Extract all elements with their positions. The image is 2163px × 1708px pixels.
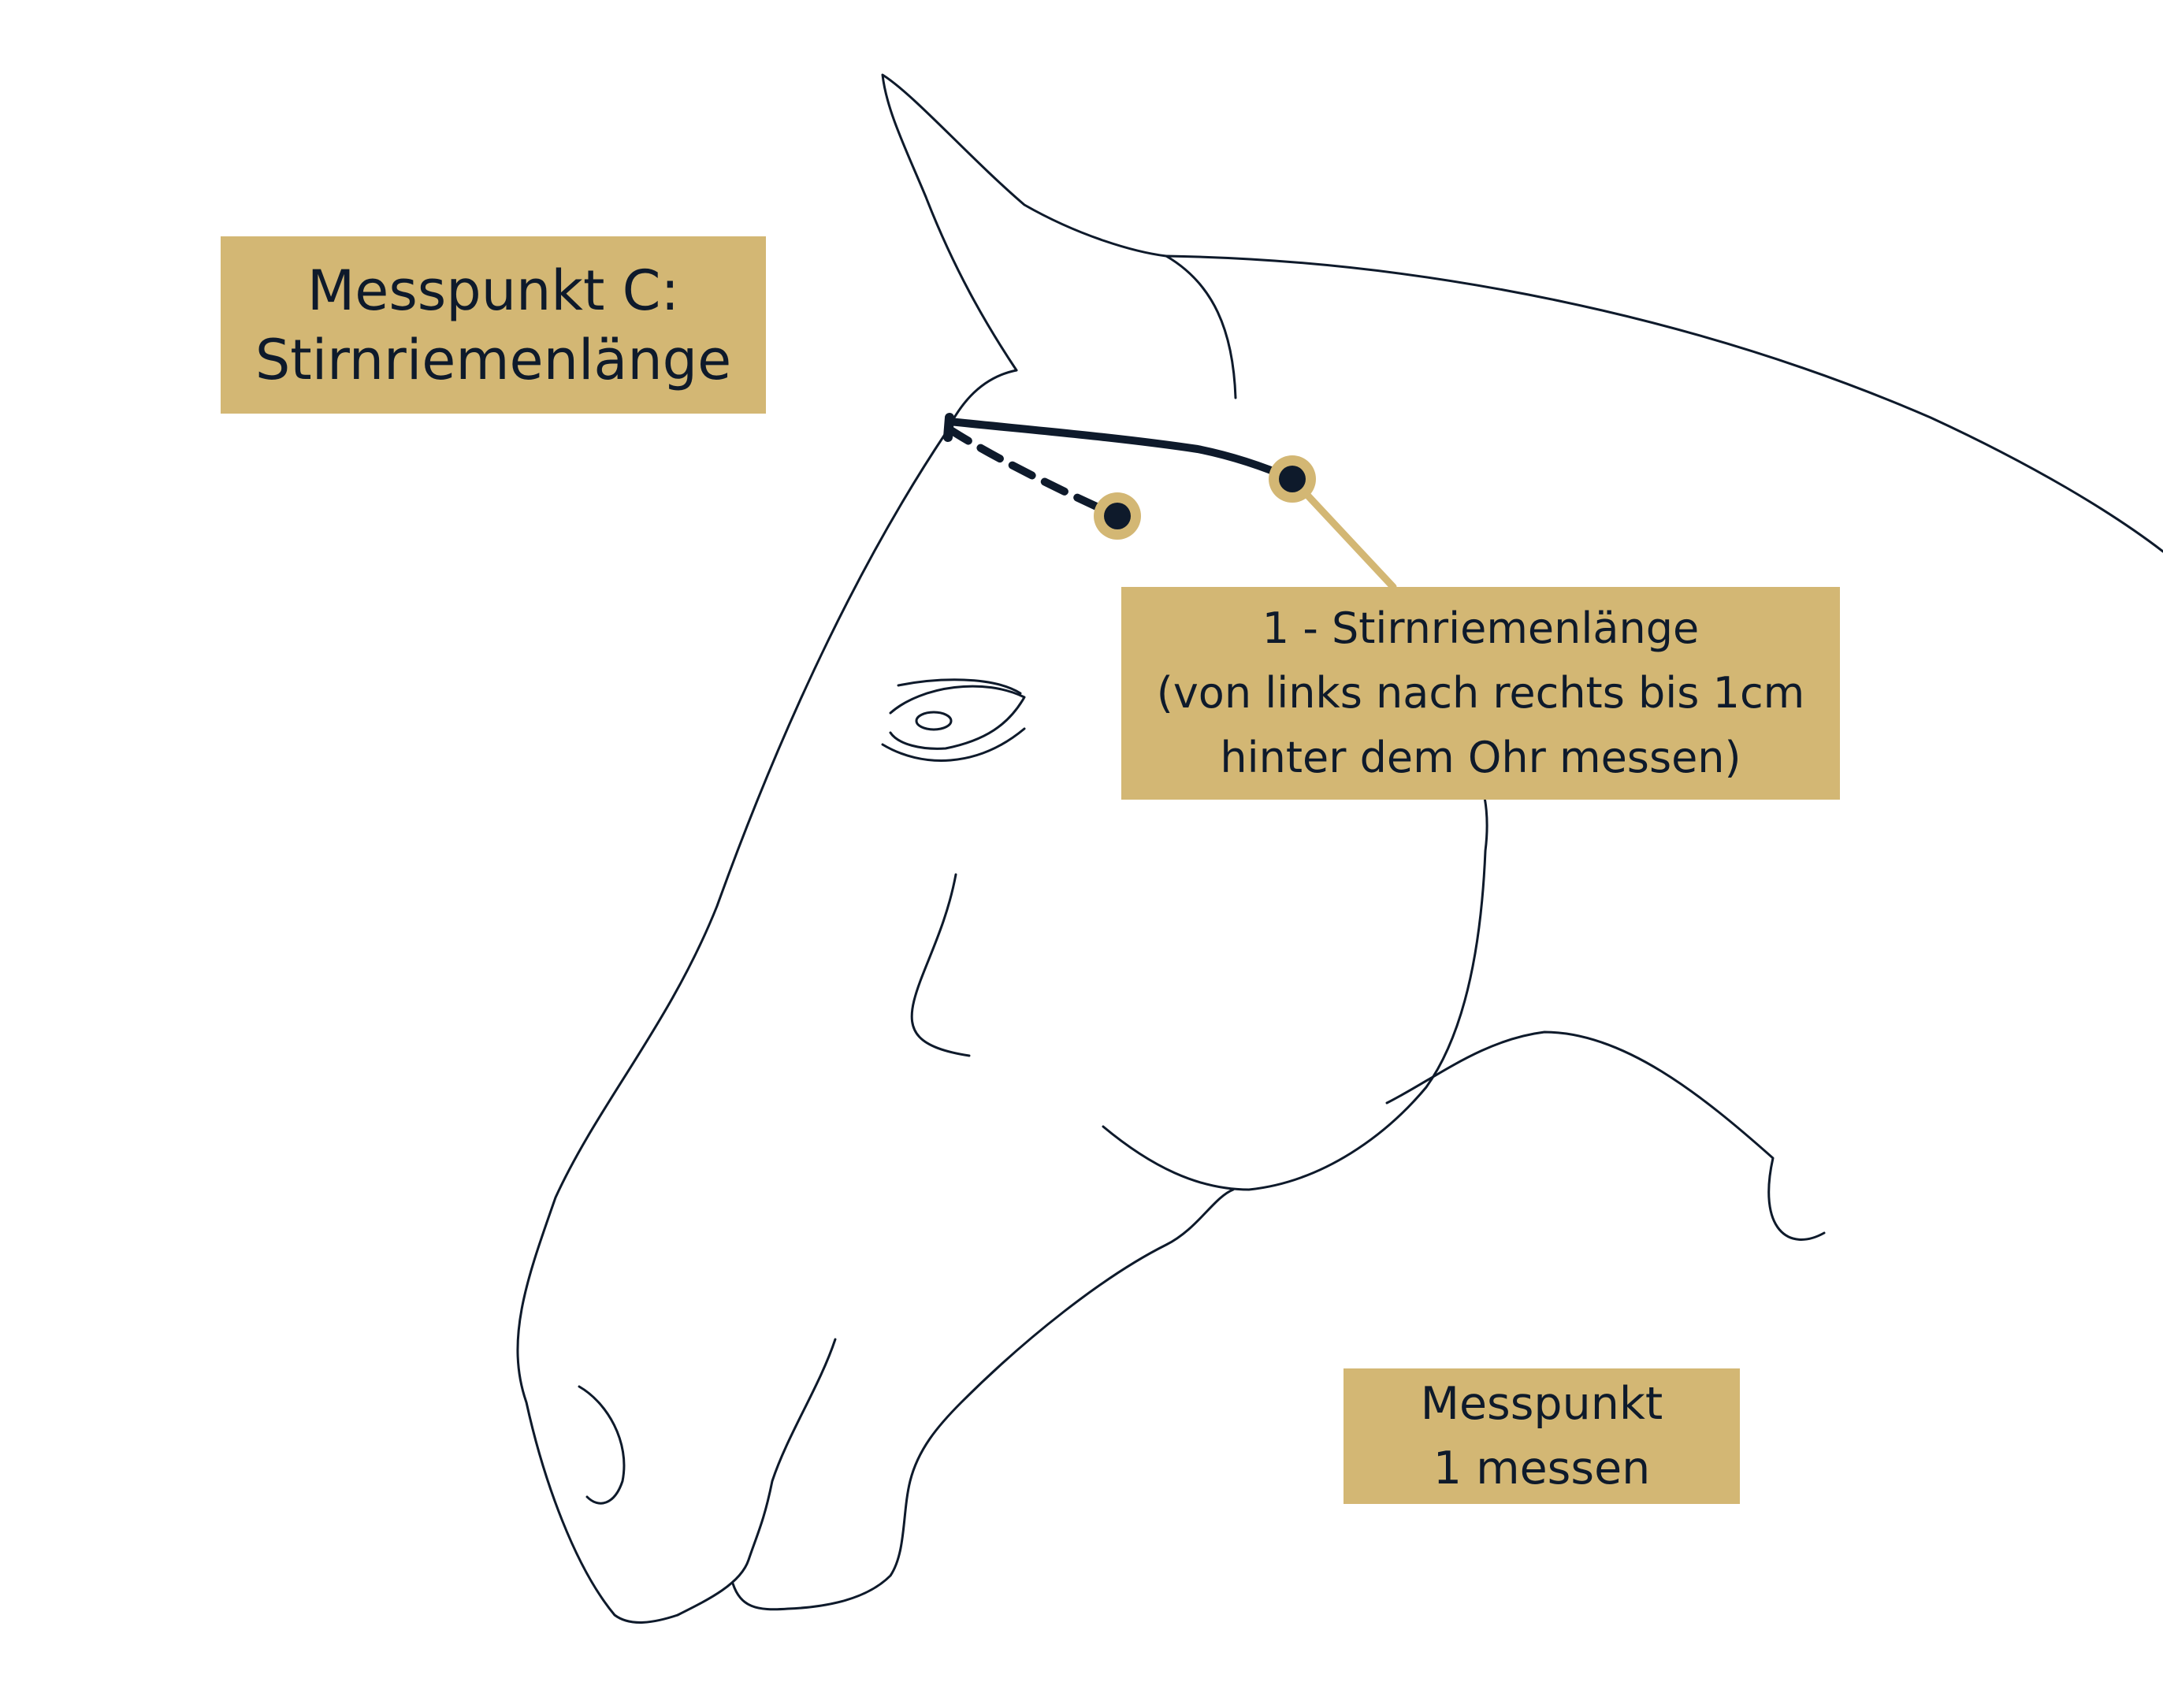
lower-lip-line (731, 1188, 1235, 1611)
jaw-line (1102, 786, 1488, 1191)
measurement-point-icon (1269, 455, 1316, 503)
browband-strap (943, 413, 1296, 520)
callout-line-2: (von links nach rechts bis 1cm (1156, 668, 1805, 718)
eye-icon (881, 678, 1026, 762)
neck-crest-line (1165, 254, 2163, 553)
under-neck-line (1385, 1030, 1826, 1241)
nostril-line (578, 1385, 626, 1505)
measurement-callout: 1 - Stirnriemenlänge (von links nach rec… (1121, 587, 1840, 800)
horse-head-outline-icon (516, 73, 2163, 1624)
callout-line-1: 1 - Stirnriemenlänge (1262, 603, 1700, 653)
measurement-point-icon (1094, 492, 1141, 540)
title-label: Messpunkt C: Stirnriemenlänge (221, 236, 766, 414)
mouth-line (676, 1338, 837, 1617)
note-line-1: Messpunkt (1420, 1378, 1663, 1430)
note-line-2: 1 messen (1433, 1443, 1651, 1494)
instruction-note: Messpunkt 1 messen (1344, 1368, 1740, 1504)
face-profile-line (516, 369, 1018, 1624)
title-line-2: Stirnriemenlänge (255, 327, 732, 392)
cheek-line (910, 873, 971, 1057)
strap-back-dashed-line (946, 425, 1121, 520)
strap-front-line (946, 418, 1296, 483)
strap-end-cap (943, 413, 954, 442)
callout-line-3: hinter dem Ohr messen) (1220, 733, 1741, 782)
ear-outline (881, 73, 1237, 399)
title-line-1: Messpunkt C: (307, 258, 680, 323)
callout-leader-line (1288, 475, 1397, 591)
